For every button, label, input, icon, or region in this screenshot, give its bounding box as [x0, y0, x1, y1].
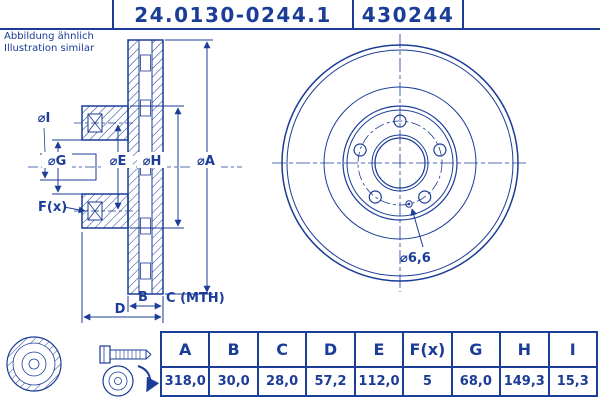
label-hole-diameter: ⌀6,6: [400, 251, 431, 266]
col-header-i: I: [547, 330, 598, 369]
value-i: 15,3: [547, 366, 598, 397]
label-dia-g: ⌀G: [48, 154, 67, 169]
value-f: 5: [402, 366, 453, 397]
value-a: 318,0: [159, 366, 211, 397]
icon-bolt: [99, 345, 152, 364]
value-e: 112,0: [353, 366, 405, 397]
col-header-b: B: [208, 330, 259, 369]
reference-number: 430244: [361, 3, 455, 27]
label-d: D: [115, 302, 126, 317]
note-line-english: Illustration similar: [4, 43, 95, 54]
similarity-note: Abbildung ähnlich Illustration similar: [4, 31, 94, 55]
col-header-d: D: [305, 330, 356, 369]
header-divider-middle: [352, 0, 354, 28]
header-rule: [0, 28, 600, 30]
label-masks: [42, 152, 221, 168]
section-dimensions: [40, 39, 213, 323]
label-dia-i: ⌀I: [38, 111, 51, 126]
value-g: 68,0: [450, 366, 502, 397]
dimension-table: A B C D E F(x) G H I 318,0 30,0 28,0 57,…: [159, 330, 598, 397]
col-header-a: A: [159, 330, 211, 369]
value-b: 30,0: [208, 366, 259, 397]
label-f: F(x): [38, 200, 67, 215]
header-divider-right: [462, 0, 464, 28]
label-dia-a: ⌀A: [197, 154, 215, 169]
note-line-german: Abbildung ähnlich: [4, 31, 94, 42]
col-header-g: G: [450, 330, 502, 369]
label-c: C (MTH): [166, 291, 225, 306]
table-value-row: 318,0 30,0 28,0 57,2 112,0 5 68,0 149,3 …: [159, 366, 598, 397]
dimension-labels: ⌀I ⌀G ⌀E ⌀H ⌀A F(x) B C (MTH) D ⌀6,6: [38, 111, 431, 317]
icon-disc-with-arrow: [102, 365, 160, 397]
table-header-row: A B C D E F(x) G H I: [159, 330, 598, 369]
label-dia-h: ⌀H: [143, 154, 162, 169]
icon-brake-disc: [6, 336, 62, 392]
col-header-c: C: [256, 330, 308, 369]
part-number: 24.0130-0244.1: [134, 3, 332, 27]
header-divider-left: [112, 0, 114, 28]
value-h: 149,3: [499, 366, 550, 397]
front-view: [272, 34, 528, 292]
value-c: 28,0: [256, 366, 308, 397]
value-d: 57,2: [305, 366, 356, 397]
label-b: B: [138, 290, 148, 305]
col-header-f: F(x): [402, 330, 453, 369]
col-header-h: H: [499, 330, 550, 369]
col-header-e: E: [353, 330, 405, 369]
label-dia-e: ⌀E: [110, 154, 127, 169]
